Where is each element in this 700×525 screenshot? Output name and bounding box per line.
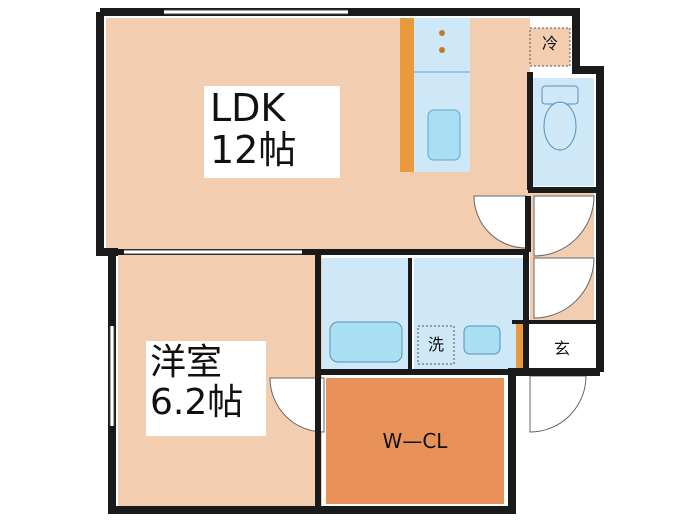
western-room-size: 6.2帖 [150,381,244,423]
kitchen-counter [400,18,414,172]
kitchen-sink-icon [427,109,461,161]
walk-in-closet-label: W—CL [382,429,448,453]
window-frames [109,9,348,426]
stove-burner-icon [439,30,445,36]
western-room-name: 洋室 [150,342,223,383]
washbasin-icon [463,325,501,355]
walk-in-closet [326,378,504,504]
toilet-tank-icon [541,85,579,105]
entrance-tag: 玄 [553,339,570,358]
shoe-cabinet [516,324,526,368]
door-swings [269,195,595,433]
toilet-bowl-icon [543,101,577,151]
bathtub-icon [329,321,403,363]
fridge-space [529,27,571,67]
entrance [528,324,592,372]
ldk-room-name: LDK [210,86,286,130]
windows [110,10,348,426]
washer-space [417,325,455,365]
stove-burner-icon [439,47,445,53]
ldk-label: LDK 12帖 [204,86,340,178]
ldk-room-size: 12帖 [210,127,297,172]
fridge-tag: 冷 [541,34,558,53]
washer-tag: 洗 [427,335,444,354]
western-room-label: 洋室 6.2帖 [146,341,266,436]
